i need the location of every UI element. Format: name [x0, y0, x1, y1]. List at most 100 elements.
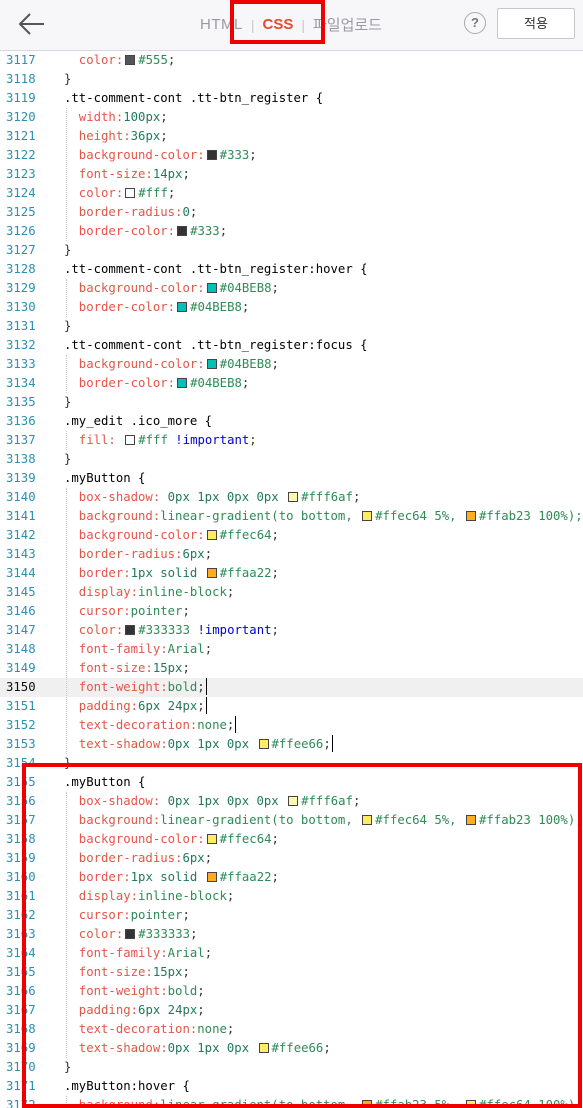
code-line[interactable]: 3120 width:100px; — [0, 108, 583, 127]
code-line[interactable]: 3165 font-size:15px; — [0, 963, 583, 982]
color-swatch[interactable] — [206, 834, 217, 844]
code-line[interactable]: 3143 border-radius:6px; — [0, 545, 583, 564]
tab-css[interactable]: CSS — [262, 16, 294, 33]
color-swatch[interactable] — [465, 511, 476, 521]
code-line[interactable]: 3119.tt-comment-cont .tt-btn_register { — [0, 89, 583, 108]
code-line[interactable]: 3126 border-color:#333; — [0, 222, 583, 241]
code-line[interactable]: 3138} — [0, 450, 583, 469]
code-line[interactable]: 3121 height:36px; — [0, 127, 583, 146]
code-line[interactable]: 3156 box-shadow: 0px 1px 0px 0px #fff6af… — [0, 792, 583, 811]
code-line[interactable]: 3133 background-color:#04BEB8; — [0, 355, 583, 374]
back-arrow-icon[interactable] — [14, 8, 50, 40]
color-swatch[interactable] — [206, 568, 217, 578]
code-token: background: — [64, 813, 161, 827]
color-swatch[interactable] — [465, 815, 476, 825]
code-line[interactable]: 3142 background-color:#ffec64; — [0, 526, 583, 545]
code-line[interactable]: 3140 box-shadow: 0px 1px 0px 0px #fff6af… — [0, 488, 583, 507]
code-text: border-color:#333; — [64, 222, 227, 241]
code-line[interactable]: 3148 font-family:Arial; — [0, 640, 583, 659]
code-text: } — [64, 450, 71, 469]
code-line[interactable]: 3130 border-color:#04BEB8; — [0, 298, 583, 317]
code-line[interactable]: 3129 background-color:#04BEB8; — [0, 279, 583, 298]
color-swatch[interactable] — [206, 150, 217, 160]
code-line[interactable]: 3136.my_edit .ico_more { — [0, 412, 583, 431]
code-text: padding:6px 24px; — [64, 697, 207, 716]
apply-button[interactable]: 적용 — [497, 8, 575, 39]
color-swatch[interactable] — [125, 625, 136, 635]
code-line[interactable]: 3134 border-color:#04BEB8; — [0, 374, 583, 393]
code-line[interactable]: 3125 border-radius:0; — [0, 203, 583, 222]
css-code-editor[interactable]: 3117 color:#555;3118}3119.tt-comment-con… — [0, 51, 583, 1108]
code-token: } — [64, 72, 72, 86]
code-token: background: — [64, 509, 161, 523]
color-swatch[interactable] — [206, 283, 217, 293]
code-line[interactable]: 3151 padding:6px 24px; — [0, 697, 583, 716]
code-line[interactable]: 3155 .myButton { — [0, 773, 583, 792]
color-swatch[interactable] — [125, 188, 136, 198]
code-line[interactable]: 3123 font-size:14px; — [0, 165, 583, 184]
code-line[interactable]: 3164 font-family:Arial; — [0, 944, 583, 963]
code-line[interactable]: 3147 color:#333333 !important; — [0, 621, 583, 640]
code-line[interactable]: 3171.myButton:hover { — [0, 1077, 583, 1096]
code-line[interactable]: 3162 cursor:pointer; — [0, 906, 583, 925]
color-swatch[interactable] — [288, 492, 299, 502]
line-number: 3165 — [6, 965, 36, 979]
code-line[interactable]: 3122 background-color:#333; — [0, 146, 583, 165]
code-token: ; — [197, 699, 205, 713]
color-swatch[interactable] — [206, 530, 217, 540]
code-line[interactable]: 3137 fill: #fff !important; — [0, 431, 583, 450]
color-swatch[interactable] — [125, 55, 136, 65]
code-line[interactable]: 3153 text-shadow:0px 1px 0px #ffee66; — [0, 735, 583, 754]
color-swatch[interactable] — [206, 359, 217, 369]
code-line[interactable]: 3166 font-weight:bold; — [0, 982, 583, 1001]
code-line[interactable]: 3168 text-decoration:none; — [0, 1020, 583, 1039]
code-token: background-color: — [64, 281, 205, 295]
code-line[interactable]: 3118} — [0, 70, 583, 89]
color-swatch[interactable] — [177, 302, 188, 312]
color-swatch[interactable] — [206, 872, 217, 882]
color-swatch[interactable] — [362, 511, 373, 521]
code-line[interactable]: 3141 background:linear-gradient(to botto… — [0, 507, 583, 526]
code-line[interactable]: 3150 font-weight:bold; — [0, 678, 583, 697]
code-line[interactable]: 3160 border:1px solid #ffaa22; — [0, 868, 583, 887]
code-line[interactable]: 3167 padding:6px 24px; — [0, 1001, 583, 1020]
color-swatch[interactable] — [258, 1043, 269, 1053]
code-line[interactable]: 3149 font-size:15px; — [0, 659, 583, 678]
color-swatch[interactable] — [258, 739, 269, 749]
line-number: 3155 — [6, 775, 36, 789]
code-line[interactable]: 3117 color:#555; — [0, 51, 583, 70]
color-swatch[interactable] — [362, 815, 373, 825]
color-swatch[interactable] — [125, 929, 136, 939]
code-text: font-weight:bold; — [64, 678, 207, 697]
color-swatch[interactable] — [177, 226, 188, 236]
code-token: #ffaa22 — [219, 566, 272, 580]
color-swatch[interactable] — [288, 796, 299, 806]
code-line[interactable]: 3157 background:linear-gradient(to botto… — [0, 811, 583, 830]
code-line[interactable]: 3163 color:#333333; — [0, 925, 583, 944]
code-line[interactable]: 3139.myButton { — [0, 469, 583, 488]
code-line[interactable]: 3159 border-radius:6px; — [0, 849, 583, 868]
code-line[interactable]: 3146 cursor:pointer; — [0, 602, 583, 621]
code-token: .myButton { — [64, 775, 146, 789]
code-line[interactable]: 3152 text-decoration:none; — [0, 716, 583, 735]
line-number: 3126 — [6, 224, 36, 238]
code-line[interactable]: 3158 background-color:#ffec64; — [0, 830, 583, 849]
code-line[interactable]: 3135} — [0, 393, 583, 412]
code-token: 6px — [182, 851, 205, 865]
code-text: height:36px; — [64, 127, 168, 146]
code-line[interactable]: 3128.tt-comment-cont .tt-btn_register:ho… — [0, 260, 583, 279]
code-line[interactable]: 3144 border:1px solid #ffaa22; — [0, 564, 583, 583]
code-line[interactable]: 3169 text-shadow:0px 1px 0px #ffee66; — [0, 1039, 583, 1058]
code-line[interactable]: 3131} — [0, 317, 583, 336]
code-line[interactable]: 3170} — [0, 1058, 583, 1077]
tab-file-upload[interactable]: 파일업로드 — [312, 17, 382, 34]
color-swatch[interactable] — [125, 435, 136, 445]
code-line[interactable]: 3145 display:inline-block; — [0, 583, 583, 602]
code-line[interactable]: 3127} — [0, 241, 583, 260]
code-line[interactable]: 3161 display:inline-block; — [0, 887, 583, 906]
code-text: .myButton { — [64, 469, 145, 488]
color-swatch[interactable] — [177, 378, 188, 388]
code-line[interactable]: 3132.tt-comment-cont .tt-btn_register:fo… — [0, 336, 583, 355]
code-line[interactable]: 3124 color:#fff; — [0, 184, 583, 203]
help-button[interactable]: ? — [464, 12, 486, 34]
